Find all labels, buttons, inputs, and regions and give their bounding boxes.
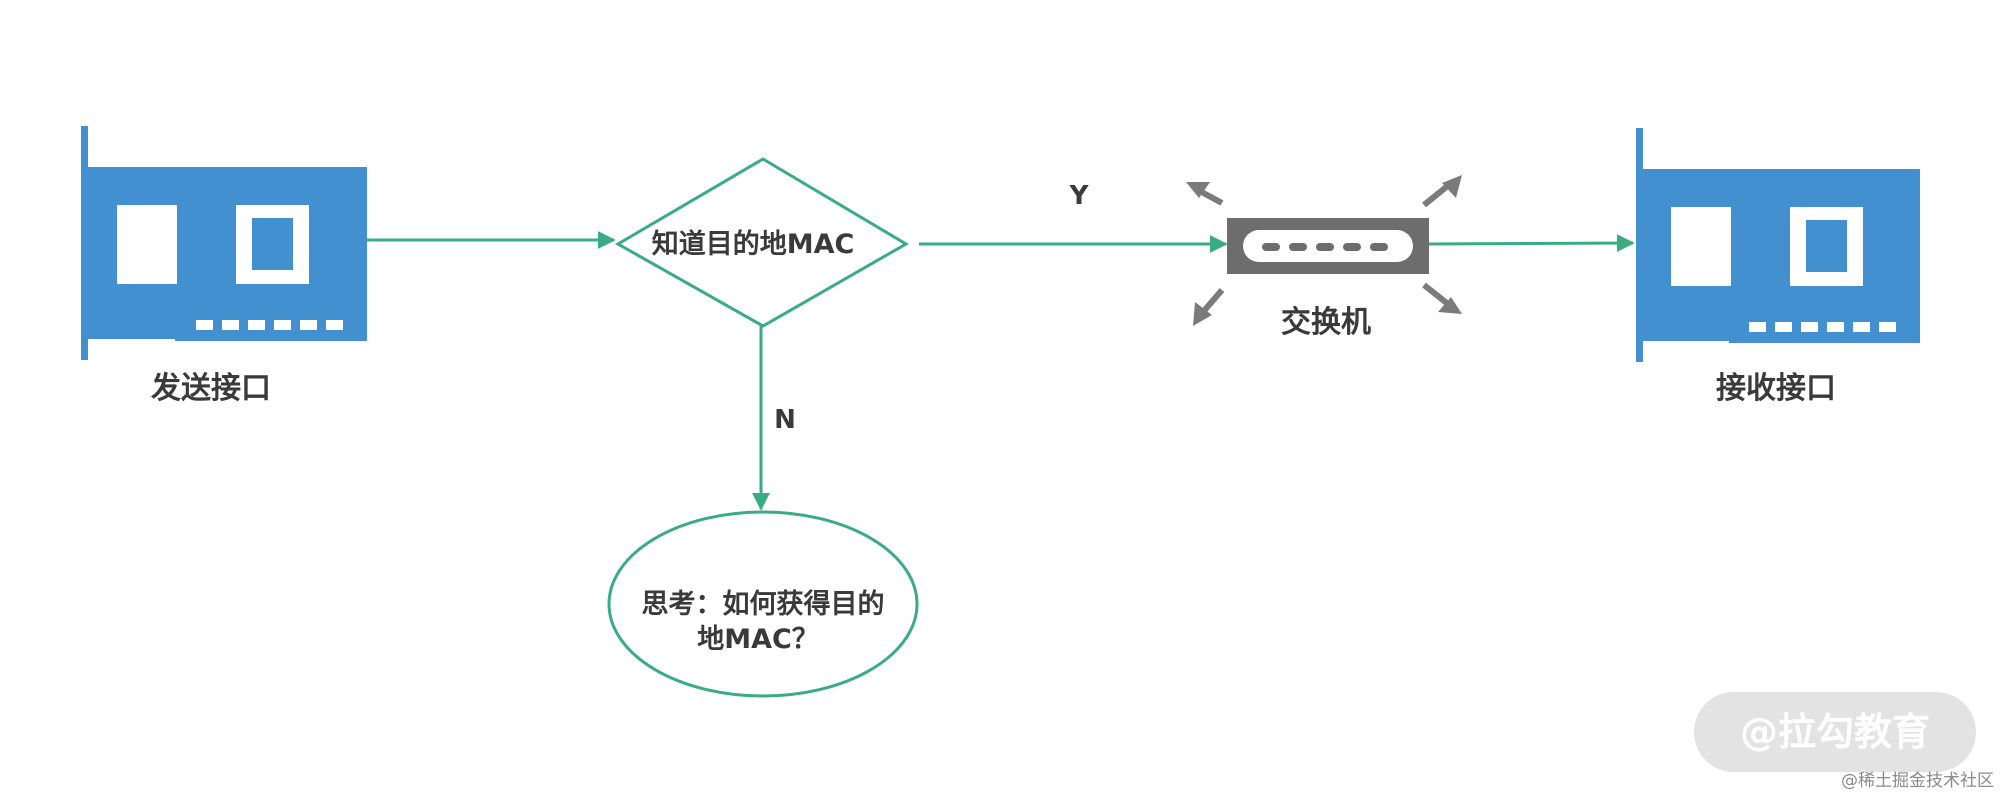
broadcast-arrow-icon xyxy=(1186,175,1462,326)
switch-icon xyxy=(1227,218,1429,274)
sender-card-icon xyxy=(81,126,367,360)
decision-label: 知道目的地MAC xyxy=(652,228,855,260)
attribution-text: @稀土掘金技术社区 xyxy=(1841,771,1994,791)
switch-label: 交换机 xyxy=(1281,305,1371,340)
receiver-card-icon xyxy=(1636,128,1920,362)
question-line-2: 地MAC？ xyxy=(697,624,819,655)
question-ellipse xyxy=(607,510,919,698)
edge-no-label: N xyxy=(774,405,796,435)
watermark-badge: @拉勾教育 xyxy=(1694,692,1976,772)
edge-yes-label: Y xyxy=(1069,181,1090,211)
question-line-1: 思考：如何获得目的 xyxy=(642,588,885,620)
watermark-text: @拉勾教育 xyxy=(1740,710,1930,754)
edge-switch-to-receiver xyxy=(1428,234,1635,253)
sender-label: 发送接口 xyxy=(150,371,271,406)
receiver-label: 接收接口 xyxy=(1716,371,1836,406)
decision-diamond xyxy=(614,157,909,328)
